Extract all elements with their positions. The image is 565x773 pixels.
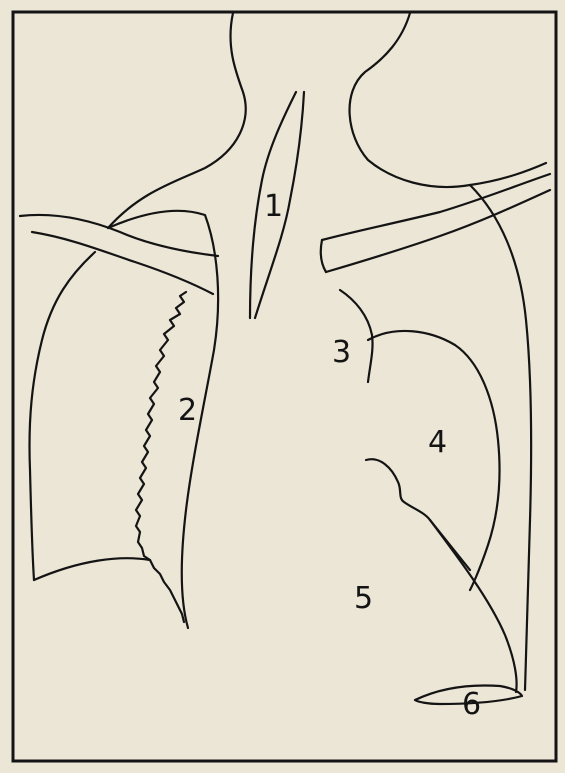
left-lung-outer-contour: [30, 252, 96, 580]
label-2: 2: [178, 393, 197, 428]
left-clavicle-lower: [32, 232, 213, 294]
label-3: 3: [332, 335, 351, 370]
left-lung-base: [34, 558, 150, 580]
right-chest-wall: [470, 185, 531, 690]
figure-frame: [13, 12, 556, 761]
label-5: 5: [354, 581, 373, 616]
lower-organ-contour: [430, 520, 517, 692]
right-clavicle-upper: [322, 174, 550, 240]
label-4: 4: [428, 425, 447, 460]
label-1: 1: [264, 189, 283, 224]
neck-left-contour: [108, 13, 246, 228]
mediastinum-left-border: [108, 211, 218, 628]
label-6: 6: [462, 687, 481, 722]
right-clavicle-medial-end: [321, 240, 326, 272]
left-lung-inner-fringe: [136, 292, 186, 622]
heart-upper-contour: [368, 331, 500, 590]
neck-right-contour: [350, 13, 546, 187]
